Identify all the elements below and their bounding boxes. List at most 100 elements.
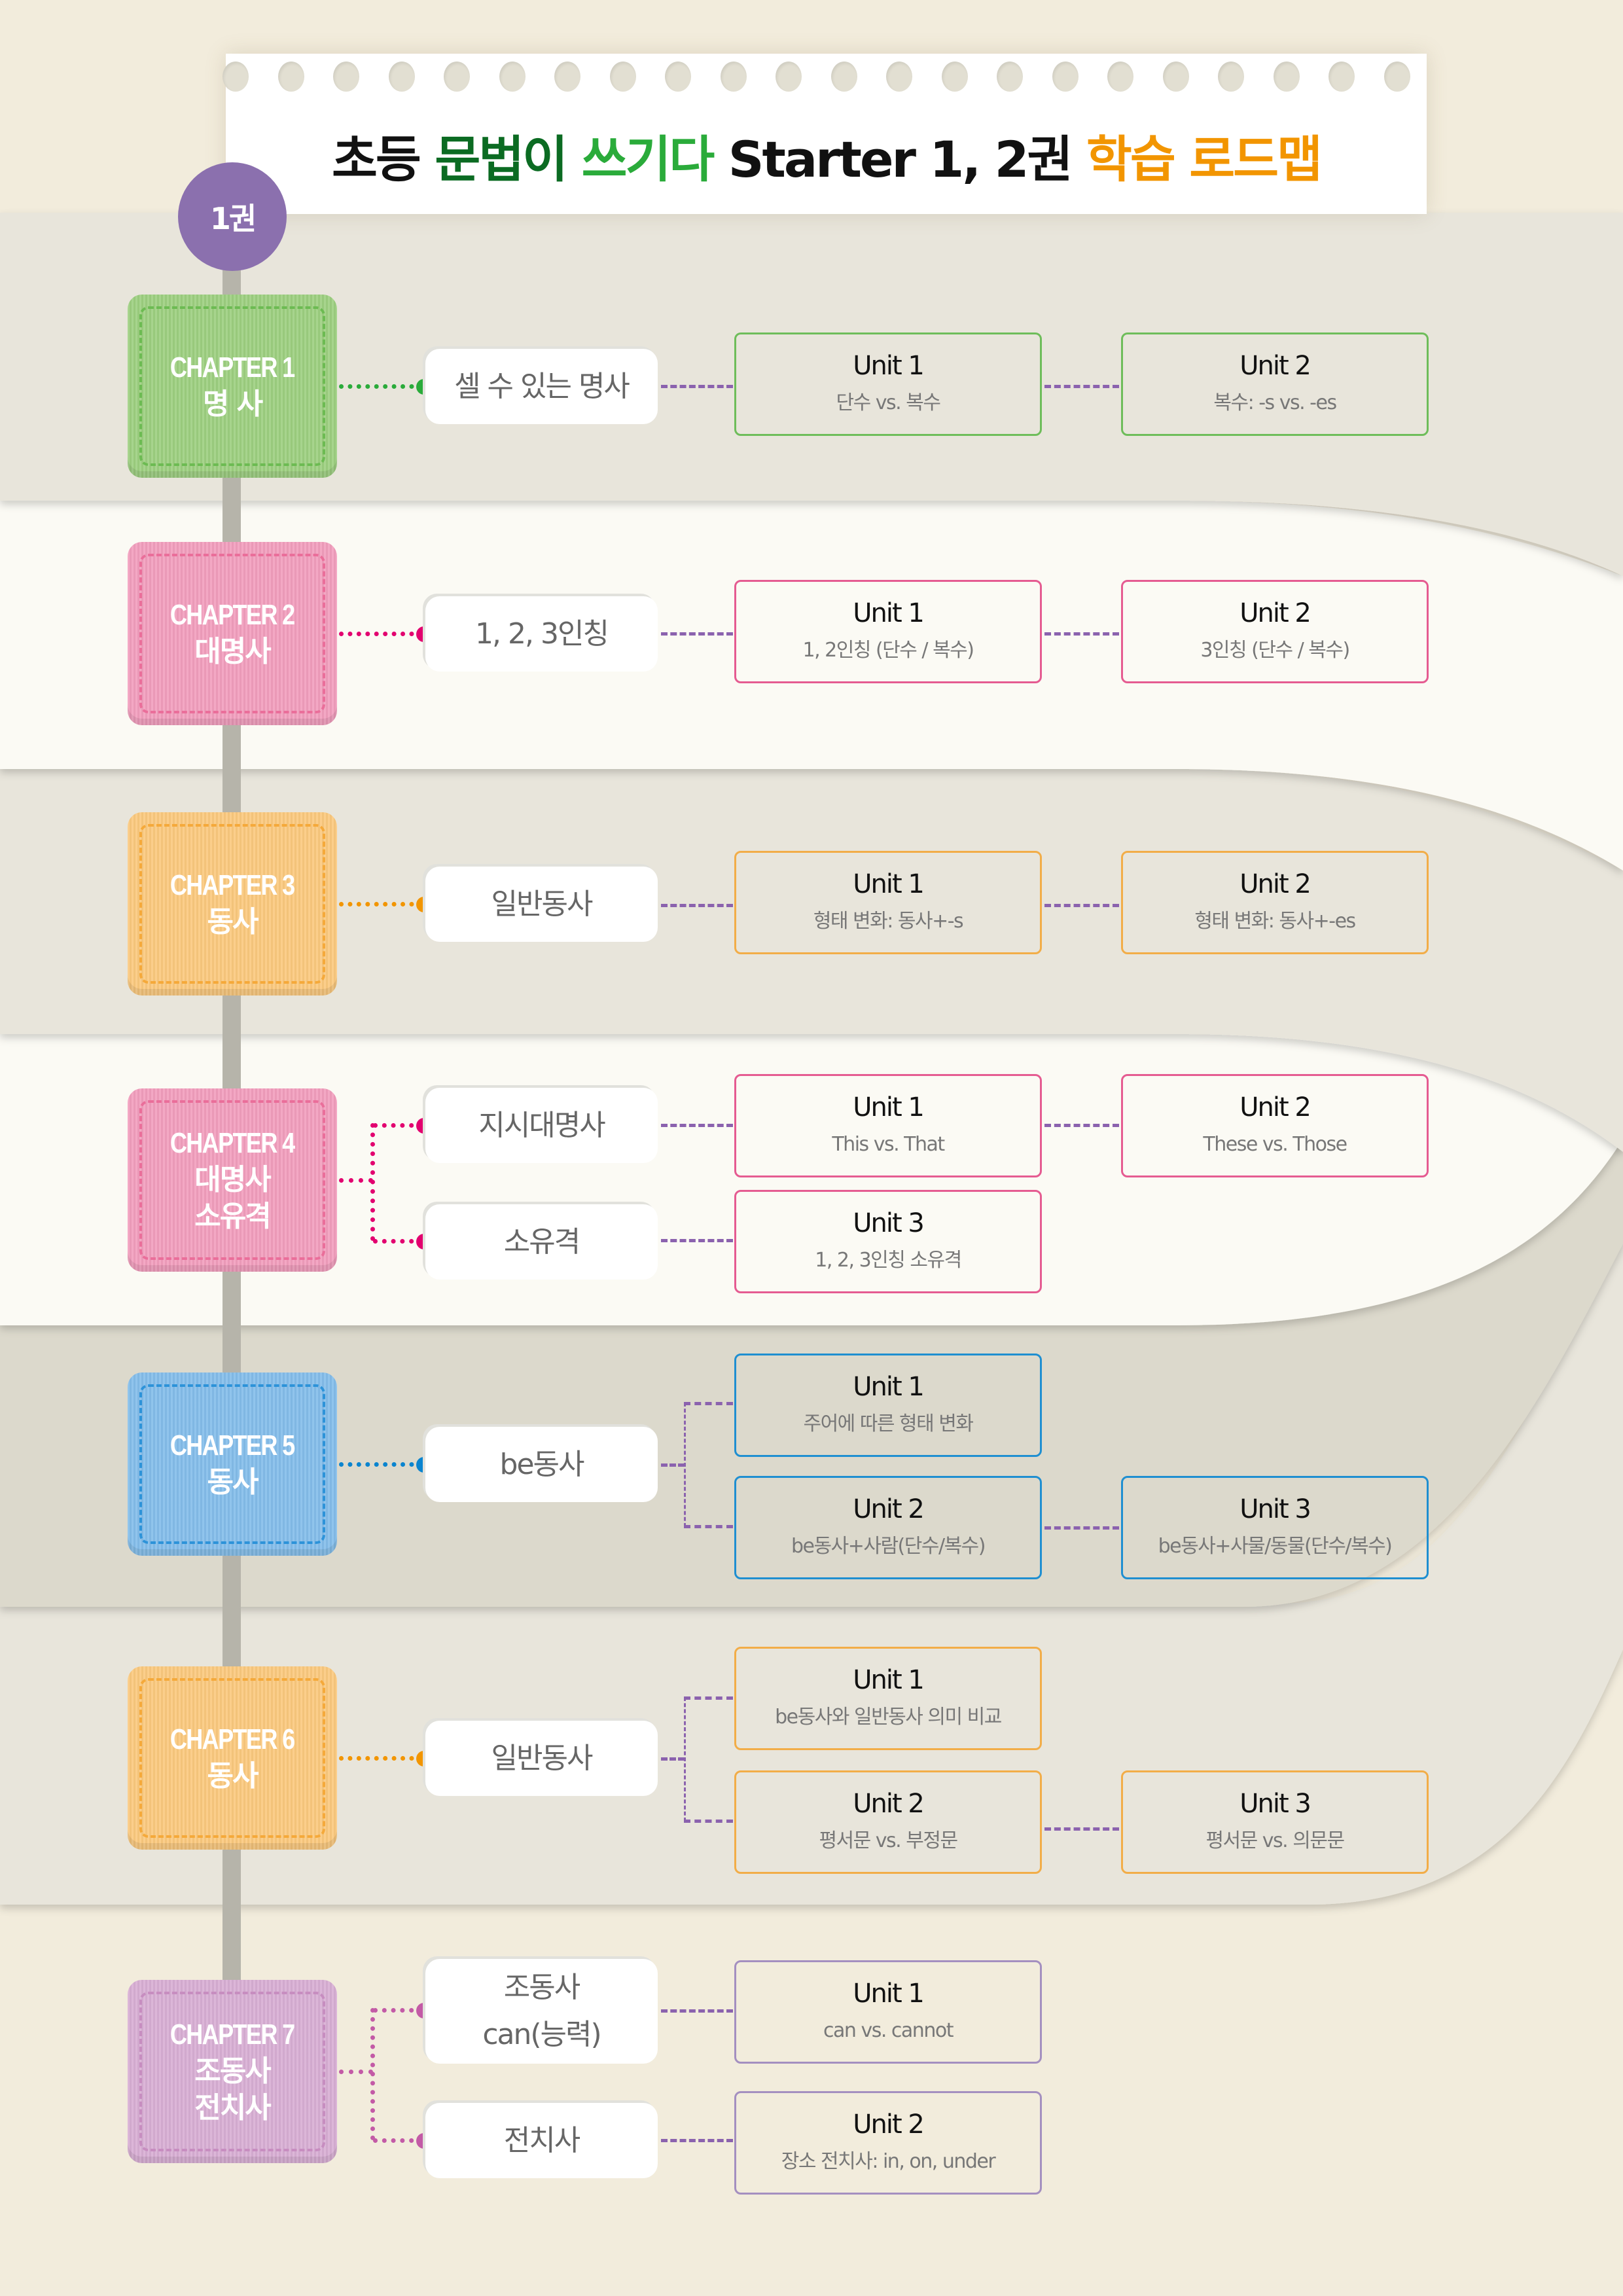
binder-hole [1329, 62, 1355, 92]
connector-dotted [373, 1239, 423, 1244]
connector-dotted [339, 632, 423, 636]
connector-dashed [1044, 1124, 1119, 1127]
binder-hole [333, 62, 359, 92]
unit-title: Unit 2 [1240, 598, 1311, 628]
chapter-label: CHAPTER 2 [170, 599, 295, 631]
unit-desc: be동사+사물/동물(단수/복수) [1158, 1535, 1393, 1558]
binder-hole [609, 62, 636, 92]
connector-dashed-vertical [684, 1697, 686, 1821]
connector-dotted [339, 384, 423, 389]
unit-card[interactable]: Unit 3 1, 2, 3인칭 소유격 [734, 1190, 1042, 1293]
topic-pill[interactable]: 전치사 [425, 2103, 658, 2178]
unit-title: Unit 2 [853, 2109, 925, 2140]
chapter-label: CHAPTER 6 [170, 1723, 295, 1755]
chapter-label: CHAPTER 3 [170, 869, 295, 901]
binder-hole [997, 62, 1023, 92]
connector-dashed [661, 2139, 733, 2142]
unit-title: Unit 3 [1240, 1789, 1311, 1819]
chapter-5-card[interactable]: CHAPTER 5 동사 [128, 1372, 337, 1556]
chapter-name: 명 사 [202, 387, 263, 421]
topic-pill[interactable]: 조동사 can(능력) [425, 1959, 658, 2064]
unit-card[interactable]: Unit 1 can vs. cannot [734, 1960, 1042, 2064]
stitch-border [139, 824, 325, 984]
topic-pill[interactable]: 1, 2, 3인칭 [425, 596, 658, 672]
unit-card[interactable]: Unit 2 These vs. Those [1121, 1074, 1429, 1177]
unit-desc: 복수: -s vs. -es [1213, 391, 1337, 414]
chapter-label: CHAPTER 7 [170, 2018, 295, 2051]
unit-card[interactable]: Unit 2 복수: -s vs. -es [1121, 332, 1429, 436]
topic-pill[interactable]: be동사 [425, 1427, 658, 1502]
topic-pill[interactable]: 지시대명사 [425, 1088, 658, 1163]
binder-hole [554, 62, 580, 92]
connector-dashed [684, 1820, 733, 1823]
chapter-7-card[interactable]: CHAPTER 7 조동사 전치사 [128, 1980, 337, 2163]
unit-title: Unit 3 [1240, 1494, 1311, 1524]
volume-badge: 1권 [178, 162, 287, 271]
unit-card[interactable]: Unit 2 3인칭 (단수 / 복수) [1121, 580, 1429, 683]
unit-desc: be동사+사람(단수/복수) [791, 1535, 986, 1558]
binder-hole [941, 62, 968, 92]
chapter-3-card[interactable]: CHAPTER 3 동사 [128, 812, 337, 996]
unit-card[interactable]: Unit 1 형태 변화: 동사+-s [734, 851, 1042, 954]
band-chapter-1 [0, 213, 1623, 576]
connector-dashed [661, 1239, 733, 1242]
unit-desc: 3인칭 (단수 / 복수) [1200, 639, 1350, 662]
topic-pill[interactable]: 일반동사 [425, 867, 658, 942]
topic-pill[interactable]: 소유격 [425, 1204, 658, 1280]
unit-card[interactable]: Unit 3 be동사+사물/동물(단수/복수) [1121, 1476, 1429, 1579]
connector-dashed [661, 1757, 685, 1761]
unit-title: Unit 1 [853, 1979, 925, 2009]
binder-hole [444, 62, 470, 92]
unit-title: Unit 2 [853, 1494, 925, 1524]
unit-card[interactable]: Unit 1 1, 2인칭 (단수 / 복수) [734, 580, 1042, 683]
connector-dashed [1044, 904, 1119, 907]
chapter-1-card[interactable]: CHAPTER 1 명 사 [128, 295, 337, 478]
topic-label: 일반동사 [491, 1741, 594, 1775]
chapter-label: CHAPTER 4 [170, 1127, 295, 1159]
stitch-border [139, 1992, 325, 2151]
binder-hole [388, 62, 415, 92]
unit-desc: be동사와 일반동사 의미 비교 [775, 1706, 1002, 1729]
chapter-2-card[interactable]: CHAPTER 2 대명사 [128, 542, 337, 725]
chapter-name: 동사 [207, 905, 259, 939]
connector-dashed [1044, 1827, 1119, 1831]
connector-dotted [339, 902, 423, 906]
unit-card[interactable]: Unit 2 장소 전치사: in, on, under [734, 2091, 1042, 2195]
unit-card[interactable]: Unit 1 단수 vs. 복수 [734, 332, 1042, 436]
title-part: Starter 1, 2권 [713, 130, 1086, 188]
band-chapter-3 [0, 769, 1623, 1152]
unit-card[interactable]: Unit 2 be동사+사람(단수/복수) [734, 1476, 1042, 1579]
connector-dashed [661, 385, 733, 388]
unit-card[interactable]: Unit 2 평서문 vs. 부정문 [734, 1770, 1042, 1874]
unit-card[interactable]: Unit 3 평서문 vs. 의문문 [1121, 1770, 1429, 1874]
stitch-border [139, 1678, 325, 1838]
topic-pill[interactable]: 일반동사 [425, 1721, 658, 1796]
chapter-name: 전치사 [194, 2091, 271, 2125]
binder-hole [1107, 62, 1133, 92]
unit-title: Unit 1 [853, 1372, 925, 1402]
connector-dashed [684, 1525, 733, 1528]
chapter-label: CHAPTER 1 [170, 351, 295, 384]
topic-label: 1, 2, 3인칭 [475, 617, 609, 651]
connector-dotted [339, 1756, 423, 1761]
unit-card[interactable]: Unit 2 형태 변화: 동사+-es [1121, 851, 1429, 954]
binder-hole [1162, 62, 1189, 92]
unit-desc: 주어에 따른 형태 변화 [803, 1412, 974, 1435]
chapter-6-card[interactable]: CHAPTER 6 동사 [128, 1666, 337, 1850]
binder-hole [665, 62, 691, 92]
unit-title: Unit 1 [853, 1092, 925, 1122]
topic-pill[interactable]: 셀 수 있는 명사 [425, 349, 658, 424]
unit-card[interactable]: Unit 1 This vs. That [734, 1074, 1042, 1177]
stitch-border [139, 1384, 325, 1544]
connector-dashed [1044, 385, 1119, 388]
title-part: 쓰기다 [581, 130, 715, 188]
unit-card[interactable]: Unit 1 주어에 따른 형태 변화 [734, 1354, 1042, 1457]
title-part: 학습 로드맵 [1086, 130, 1323, 188]
title-part: 문법이 [435, 130, 582, 188]
chapter-4-card[interactable]: CHAPTER 4 대명사 소유격 [128, 1088, 337, 1272]
unit-title: Unit 1 [853, 351, 925, 381]
connector-dotted [339, 1178, 373, 1183]
unit-card[interactable]: Unit 1 be동사와 일반동사 의미 비교 [734, 1647, 1042, 1750]
unit-desc: 평서문 vs. 의문문 [1205, 1829, 1345, 1852]
connector-dotted [339, 1462, 423, 1467]
